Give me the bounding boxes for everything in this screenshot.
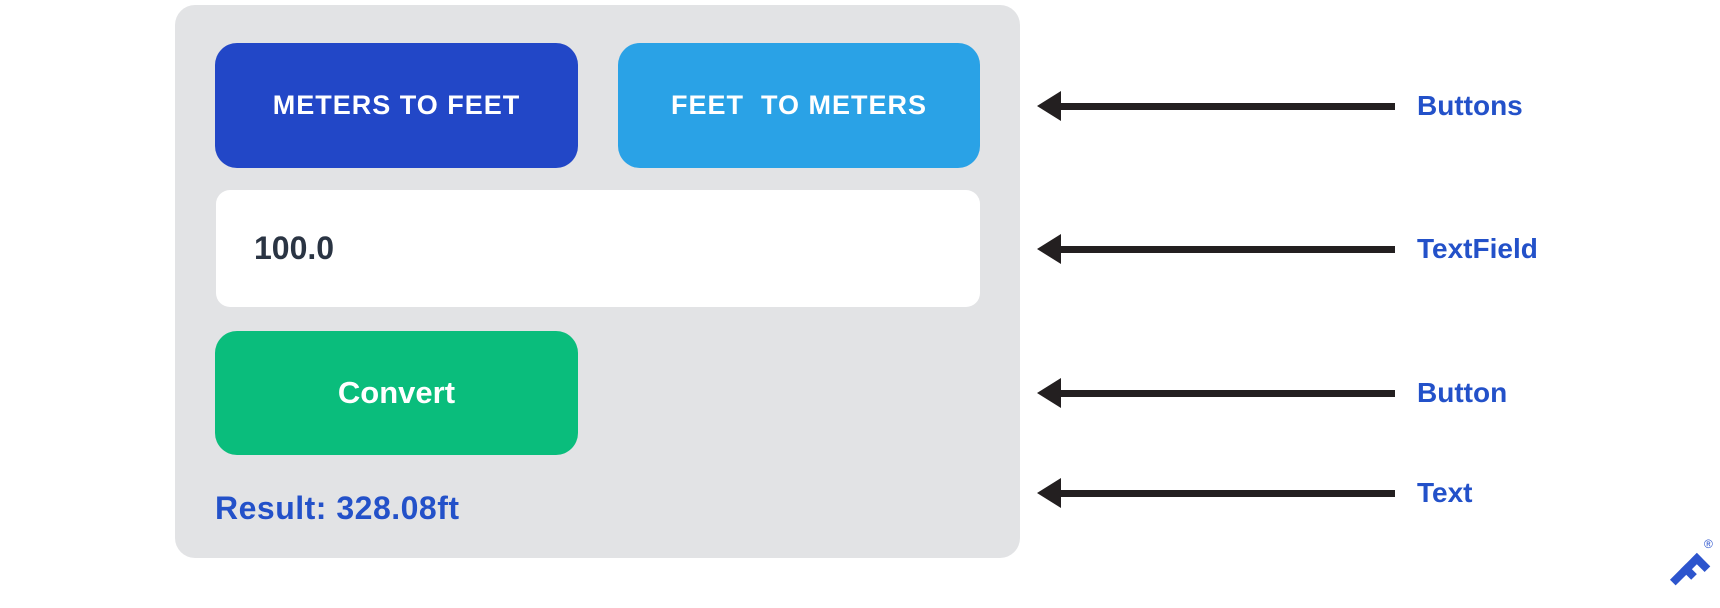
toptal-logo: ® [1658,534,1716,608]
arrow-left-icon [1037,91,1061,121]
annotation-label: Button [1417,377,1508,408]
arrow-shaft [1059,489,1395,497]
feet-to-meters-button[interactable]: FEET TO METERS [618,43,980,168]
annotation-label: TextField [1417,233,1538,264]
annotation-label: Text [1417,477,1473,508]
arrow-left-icon [1037,234,1061,264]
amount-input[interactable] [216,190,980,307]
annotation-row-textfield: TextField [1037,233,1538,265]
arrow-left-icon [1037,378,1061,408]
arrow-shaft [1059,389,1395,397]
annotation-label: Buttons [1417,90,1523,121]
meters-to-feet-button[interactable]: METERS TO FEET [215,43,578,168]
convert-button[interactable]: Convert [215,331,578,455]
toptal-logo-icon: ® [1669,537,1713,586]
arrow-left-icon [1037,478,1061,508]
arrow-shaft [1059,102,1395,110]
annotation-row-buttons: Buttons [1037,90,1523,122]
annotation-row-text: Text [1037,477,1473,509]
result-text: Result: 328.08ft [215,490,460,526]
arrow-shaft [1059,245,1395,253]
registered-mark-icon: ® [1704,537,1713,551]
annotation-row-button: Button [1037,377,1507,409]
